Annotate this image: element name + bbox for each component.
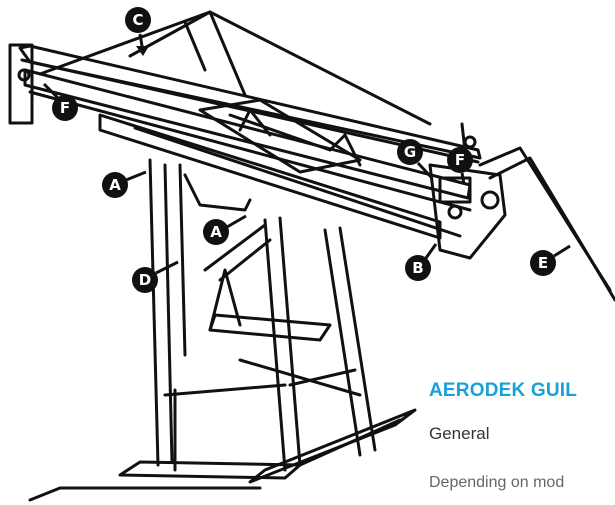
section-heading: AERODEK GUIL — [429, 380, 578, 401]
marker-f-right-label: F — [455, 151, 465, 169]
section-subheading: General — [429, 424, 490, 443]
marker-a-center-label: A — [210, 223, 222, 241]
marker-g-label: G — [404, 143, 416, 161]
marker-b-label: B — [412, 259, 423, 277]
marker-a-center: A — [203, 214, 247, 245]
marker-a-left: A — [102, 170, 147, 198]
body-paragraph: Depending on mod — [429, 474, 565, 491]
marker-g: G — [397, 139, 434, 180]
marker-a-left-label: A — [109, 176, 121, 194]
marker-f-right: F — [447, 147, 473, 185]
marker-f-left: F — [42, 82, 78, 121]
marker-d-label: D — [139, 271, 151, 289]
marker-d: D — [132, 260, 179, 293]
marker-e-label: E — [538, 254, 548, 272]
marker-e: E — [530, 244, 571, 276]
marker-c: C — [125, 7, 151, 56]
marker-c-label: C — [132, 11, 143, 29]
marker-b: B — [405, 243, 438, 281]
marker-f-left-label: F — [60, 99, 70, 117]
machine-line-art — [8, 10, 615, 502]
